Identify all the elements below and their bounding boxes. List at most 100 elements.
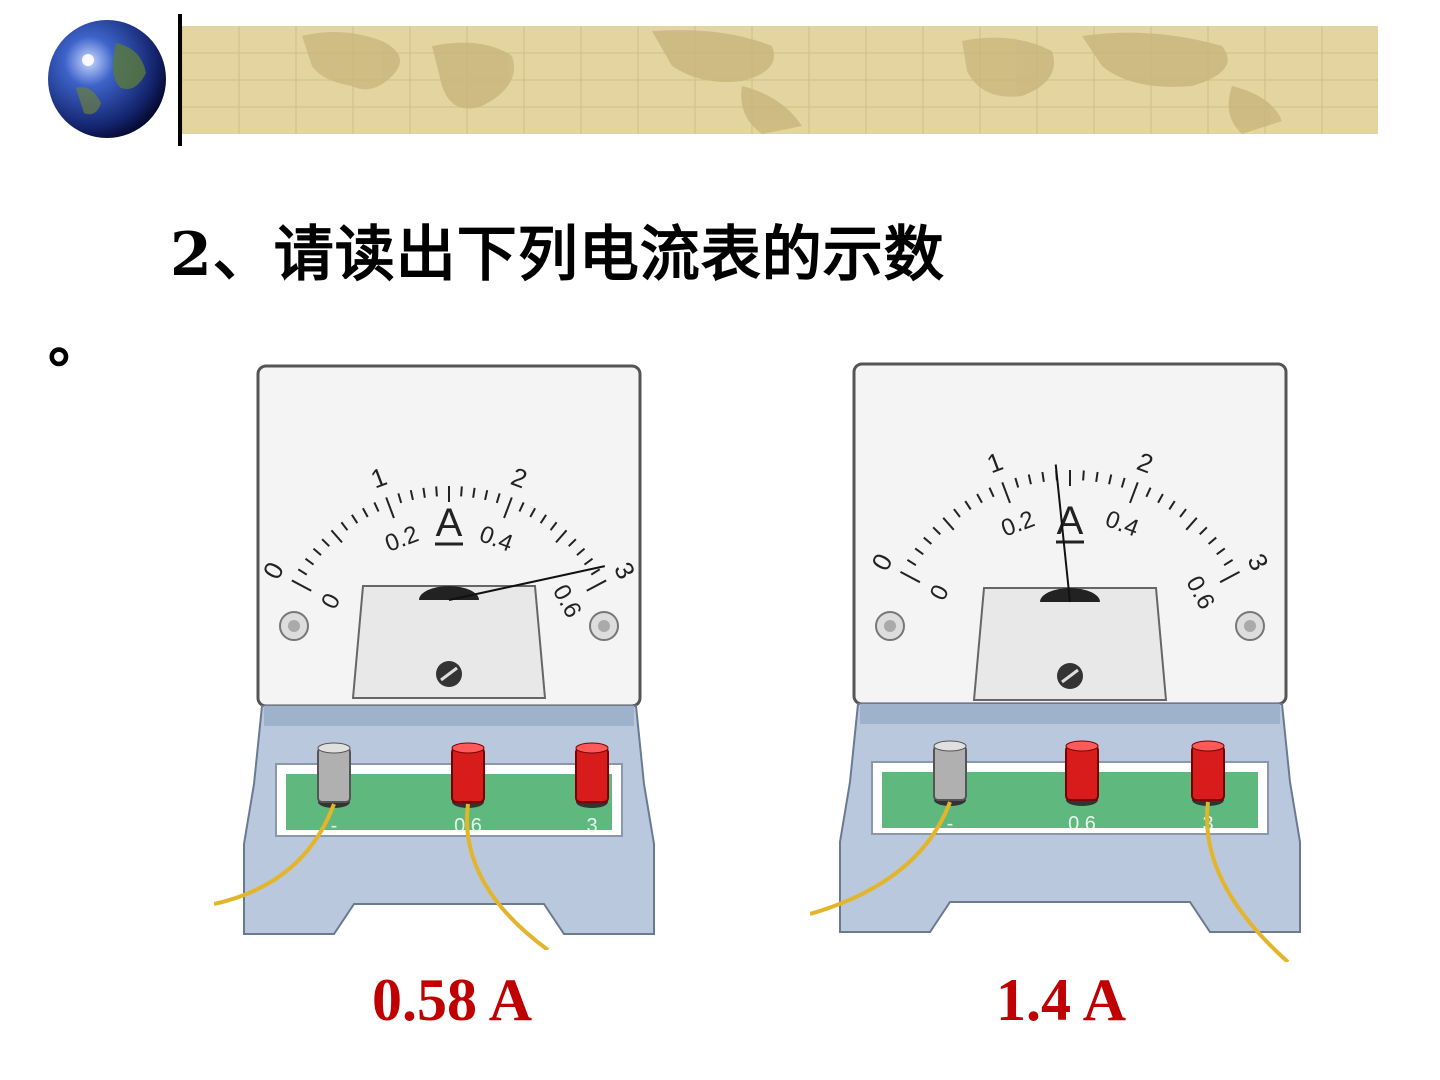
scale-tick xyxy=(529,507,536,518)
terminal-post xyxy=(575,747,609,803)
scale-tick xyxy=(330,529,343,544)
scale-tick xyxy=(555,529,568,544)
terminal-label: 3 xyxy=(586,815,597,837)
terminal-cap xyxy=(451,742,485,754)
scale-tick xyxy=(1157,493,1164,504)
scale-tick xyxy=(362,507,369,518)
meter-base-top xyxy=(860,704,1280,724)
terminal-label: - xyxy=(947,813,954,835)
scale-tick xyxy=(297,568,308,576)
scale-tick xyxy=(1129,482,1139,504)
scale-tick xyxy=(1207,536,1217,545)
scale-tick xyxy=(906,559,917,567)
needle xyxy=(1054,464,1071,603)
scale-tick xyxy=(340,521,349,531)
screw-right-inner xyxy=(598,620,610,632)
scale-tick xyxy=(518,501,525,512)
scale-tick xyxy=(321,538,330,547)
terminal-post xyxy=(317,747,351,803)
answer-1: 0.58 A xyxy=(372,967,533,1033)
terminal-label: - xyxy=(331,815,338,837)
scale-tick xyxy=(914,547,924,556)
scale-tick xyxy=(385,497,395,519)
scale-tick xyxy=(1095,471,1099,483)
scale-tick xyxy=(576,547,586,556)
meter-window xyxy=(972,587,1168,701)
terminal-cap xyxy=(575,742,609,754)
title-period: 。 xyxy=(48,310,104,376)
scale-tick xyxy=(304,557,315,566)
scale-tick xyxy=(503,497,513,519)
scale-tick xyxy=(460,486,463,497)
scale-tick xyxy=(435,486,438,497)
needle xyxy=(448,565,606,601)
scale-tick xyxy=(1179,508,1187,518)
scale-tick xyxy=(495,493,501,504)
meter-base-top xyxy=(264,706,634,726)
screw-left-inner xyxy=(288,620,300,632)
scale-tick xyxy=(586,579,607,592)
scale-tick xyxy=(1185,517,1198,531)
header-banner xyxy=(182,26,1378,134)
scale-tick xyxy=(923,536,933,545)
terminal-post xyxy=(1065,745,1099,801)
scale-tick xyxy=(539,514,547,524)
scale-tick xyxy=(1108,474,1113,485)
terminal-post xyxy=(451,747,485,803)
wire-negative xyxy=(213,803,336,906)
scale-tick xyxy=(976,493,983,504)
scale-tick xyxy=(568,538,577,547)
scale-tick xyxy=(1219,570,1240,584)
scale-tick xyxy=(1223,559,1234,567)
terminal-label: 0.6 xyxy=(1068,813,1096,835)
wire-positive xyxy=(1205,801,1290,964)
screw-left-inner xyxy=(884,620,896,632)
scale-tick xyxy=(422,487,426,498)
scale-tick xyxy=(1145,487,1152,498)
scale-tick xyxy=(1027,474,1032,485)
terminal-cap xyxy=(1191,740,1225,752)
answer-2: 1.4 A xyxy=(996,967,1127,1033)
scale-tick xyxy=(373,501,380,512)
scale-tick xyxy=(1001,482,1011,504)
scale-tick xyxy=(590,568,601,576)
scale-tick xyxy=(351,514,359,524)
terminal-cap xyxy=(1065,740,1099,752)
terminal-post xyxy=(1191,745,1225,801)
scale-tick xyxy=(409,489,414,501)
scale-tick xyxy=(484,489,489,501)
scale-tick xyxy=(932,526,941,536)
scale-tick xyxy=(1014,477,1020,488)
zero-adjust-slot xyxy=(440,666,458,682)
scale-tick xyxy=(1120,477,1126,488)
scale-tick xyxy=(988,487,995,498)
scale-tick xyxy=(1041,471,1045,483)
terminal-cap xyxy=(317,742,351,754)
scale-tick xyxy=(964,500,972,511)
unit-symbol: A xyxy=(436,501,463,545)
meter-window xyxy=(351,585,547,699)
screw-right-inner xyxy=(1244,620,1256,632)
wire-negative xyxy=(809,801,952,916)
header-divider-bar xyxy=(178,14,182,146)
wire-positive xyxy=(465,803,550,952)
scale-tick xyxy=(1082,470,1085,481)
scale-tick xyxy=(312,547,322,556)
scale-tick xyxy=(942,517,955,531)
page-title: 2、请读出下列电流表的示数 xyxy=(170,220,945,290)
terminal-cap xyxy=(933,740,967,752)
scale-tick xyxy=(953,508,961,518)
scale-tick xyxy=(900,570,921,584)
scale-tick xyxy=(1199,526,1208,536)
scale-tick xyxy=(1216,547,1226,556)
scale-tick xyxy=(549,521,558,531)
terminal-post xyxy=(933,745,967,801)
scale-tick xyxy=(397,493,403,504)
scale-tick xyxy=(472,487,476,498)
scale-tick xyxy=(583,557,594,566)
globe-icon xyxy=(46,18,168,140)
